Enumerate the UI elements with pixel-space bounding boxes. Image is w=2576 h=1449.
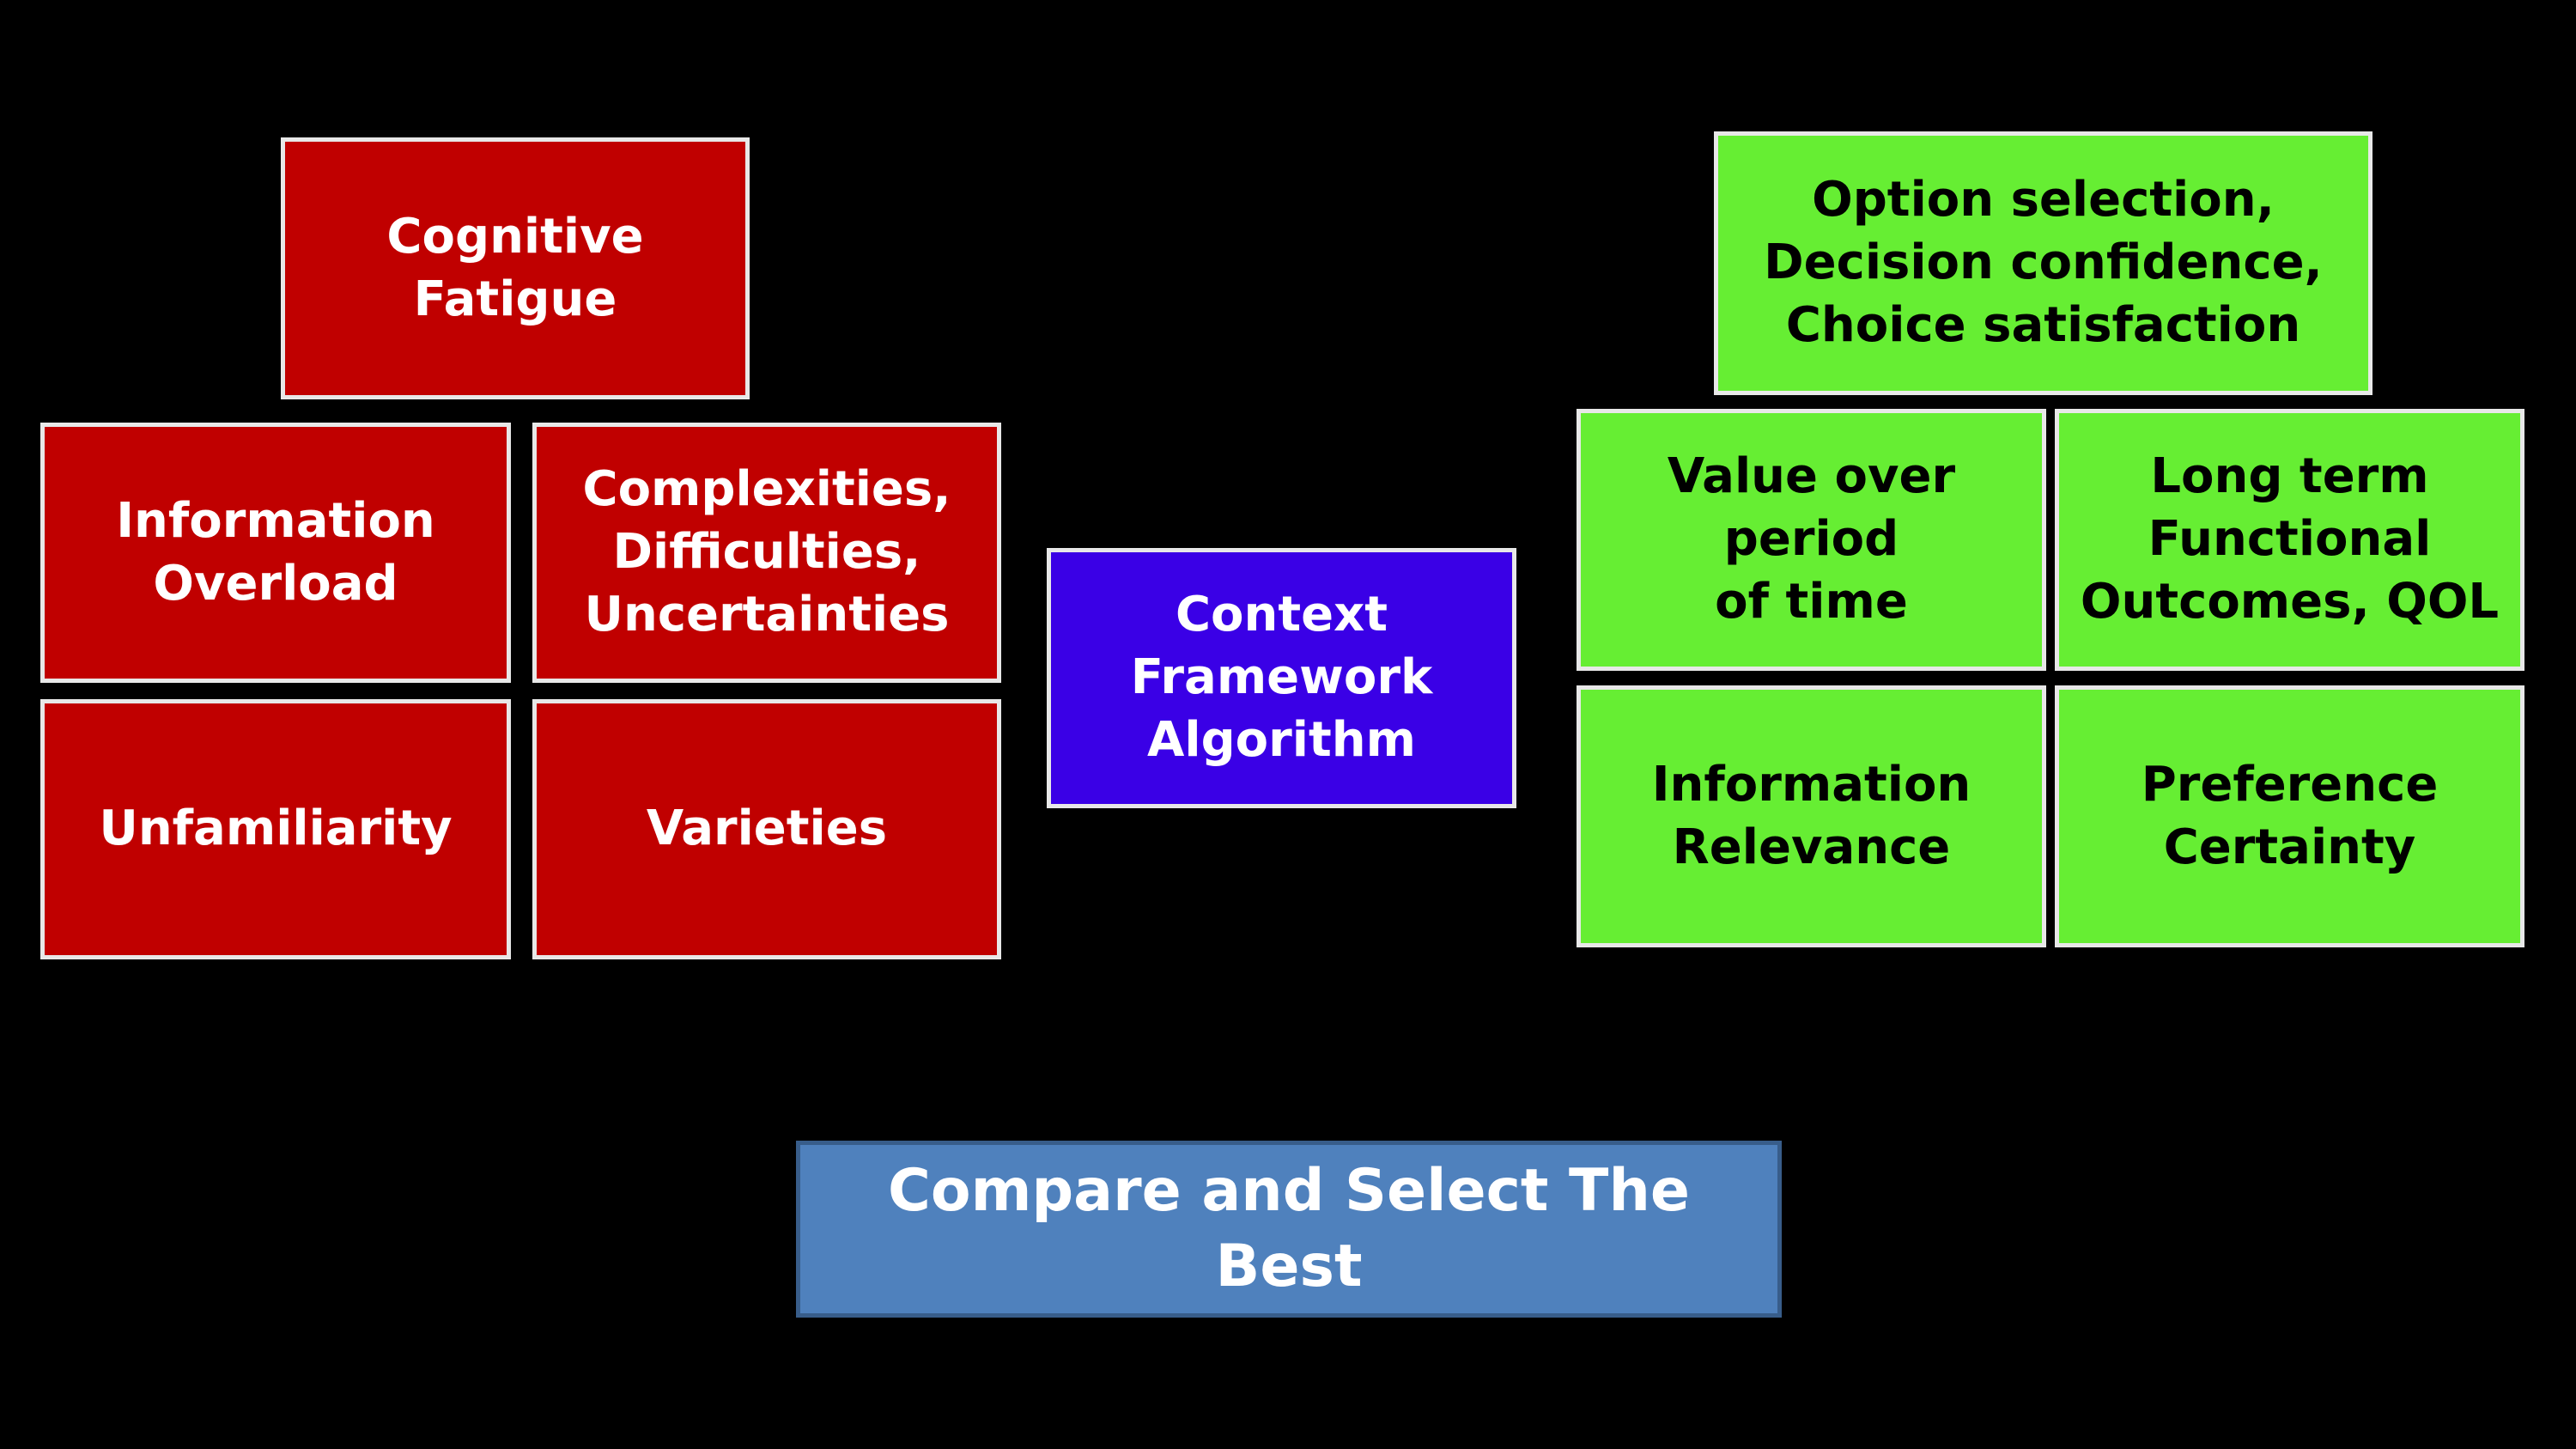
- box-label: Varieties: [646, 801, 888, 857]
- box-label: Context Framework Algorithm: [1130, 587, 1433, 768]
- box-label: Complexities, Difficulties, Uncertaintie…: [582, 461, 951, 642]
- box-long-term-outcomes: Long term Functional Outcomes, QOL: [2055, 409, 2524, 671]
- box-label: Long term Functional Outcomes, QOL: [2080, 448, 2500, 630]
- box-unfamiliarity: Unfamiliarity: [40, 699, 511, 959]
- box-value-over-period: Value over period of time: [1577, 409, 2046, 671]
- box-label: Preference Certainty: [2141, 756, 2439, 875]
- box-label: Information Relevance: [1651, 756, 1971, 875]
- box-preference-certainty: Preference Certainty: [2055, 685, 2524, 947]
- box-label: Option selection, Decision confidence, C…: [1764, 172, 2323, 353]
- box-option-selection: Option selection, Decision confidence, C…: [1714, 131, 2372, 395]
- box-varieties: Varieties: [532, 699, 1001, 959]
- box-label: Compare and Select The Best: [888, 1156, 1690, 1300]
- box-cognitive-fatigue: Cognitive Fatigue: [281, 137, 750, 399]
- box-information-relevance: Information Relevance: [1577, 685, 2046, 947]
- box-label: Information Overload: [116, 492, 435, 612]
- box-context-framework-algorithm: Context Framework Algorithm: [1047, 548, 1516, 808]
- box-label: Value over period of time: [1667, 448, 1956, 630]
- box-compare-select-best: Compare and Select The Best: [796, 1141, 1782, 1318]
- box-label: Cognitive Fatigue: [386, 208, 644, 327]
- box-label: Unfamiliarity: [99, 801, 453, 857]
- box-complexities: Complexities, Difficulties, Uncertaintie…: [532, 423, 1001, 683]
- box-information-overload: Information Overload: [40, 423, 511, 683]
